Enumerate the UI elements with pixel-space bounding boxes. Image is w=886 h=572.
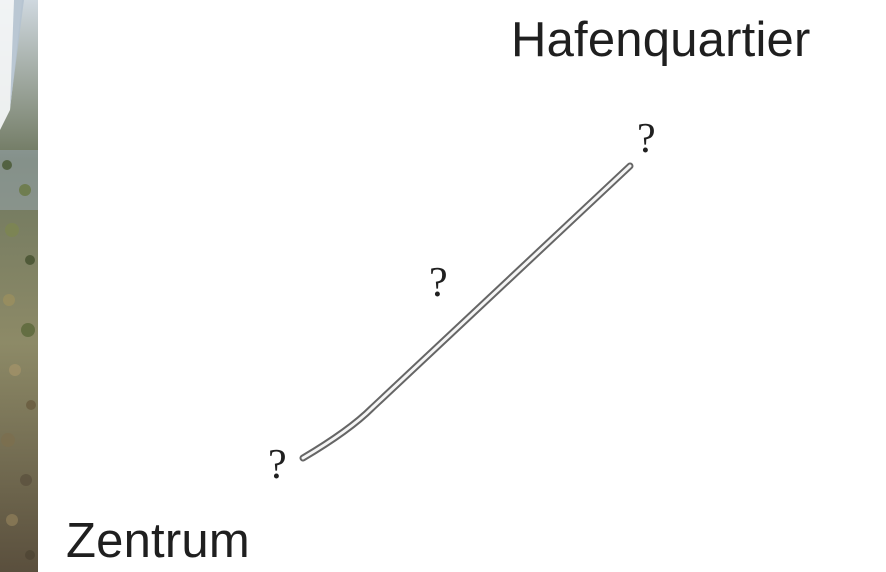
middle-marker: ? [429, 260, 448, 306]
photo-strip [0, 0, 38, 572]
start-marker: ? [268, 442, 287, 488]
end-marker: ? [637, 116, 656, 162]
destination-label: Hafenquartier [511, 13, 811, 67]
origin-label: Zentrum [66, 514, 250, 568]
